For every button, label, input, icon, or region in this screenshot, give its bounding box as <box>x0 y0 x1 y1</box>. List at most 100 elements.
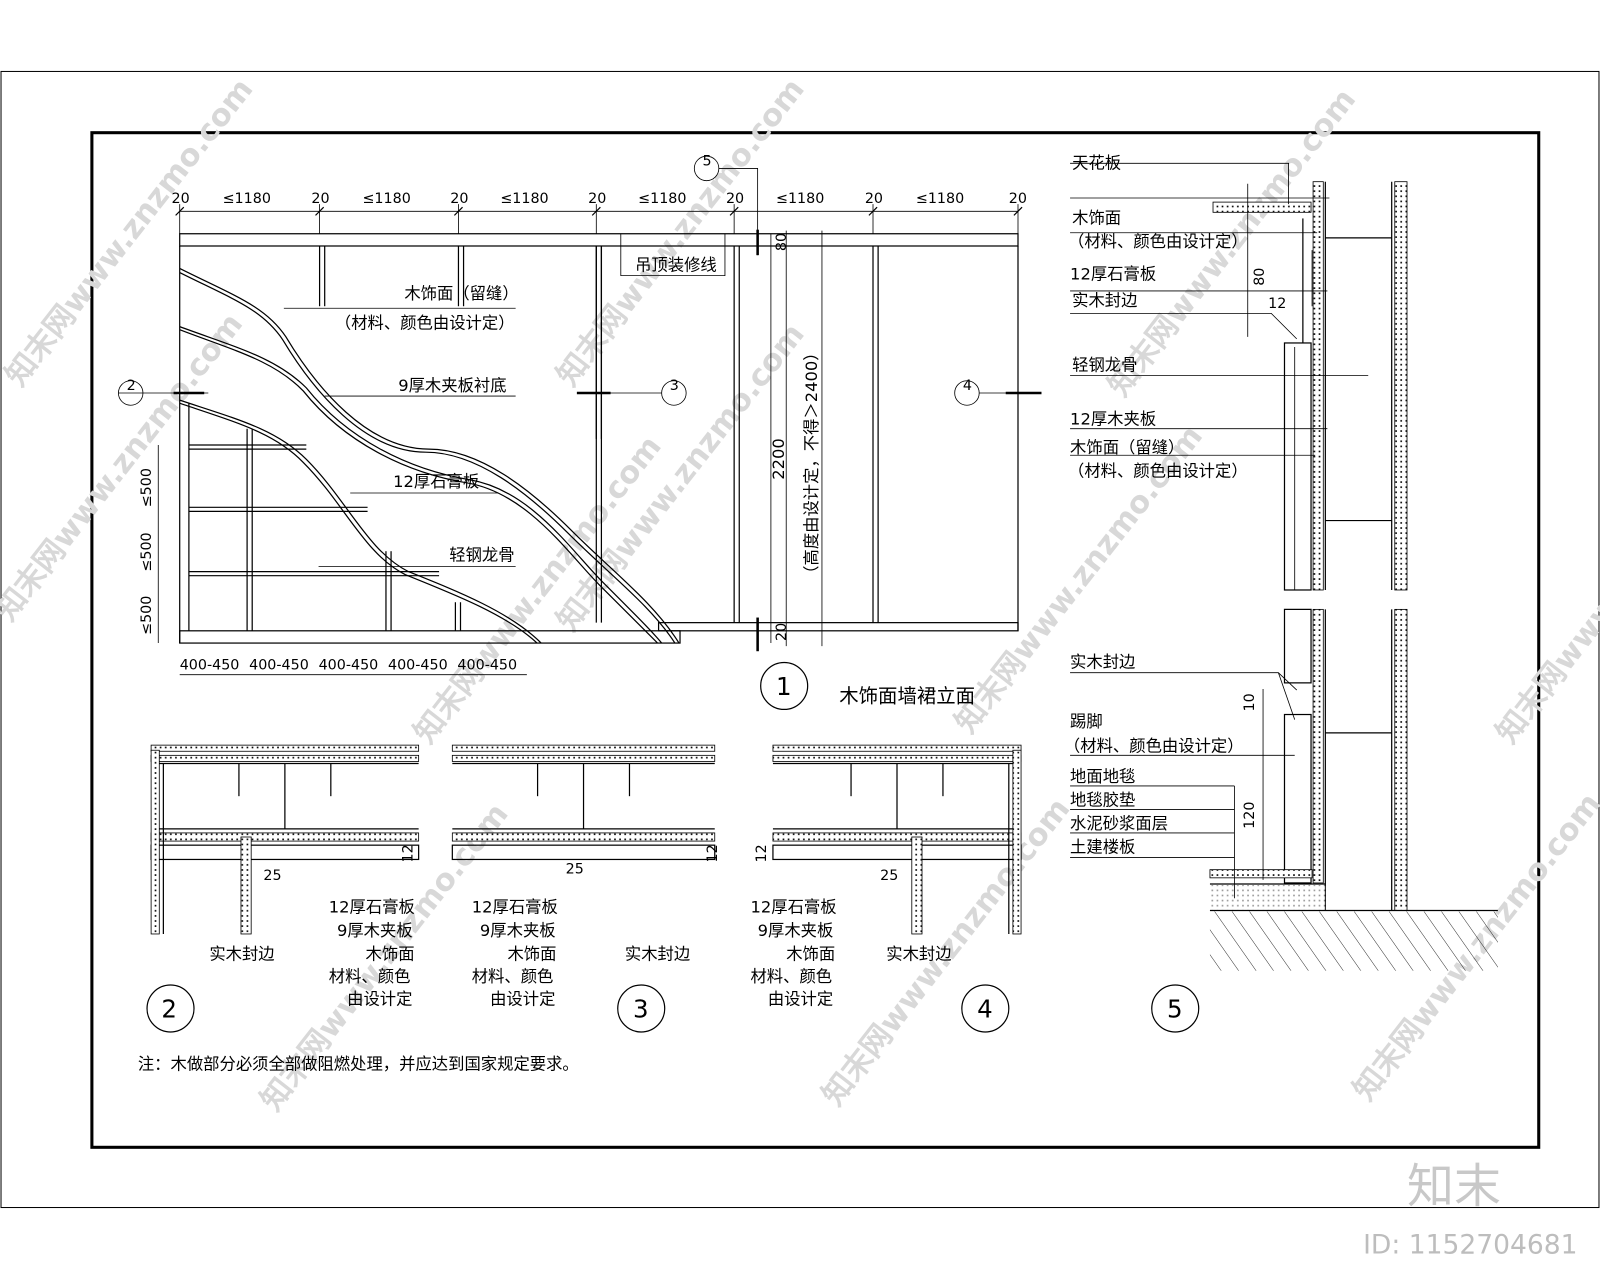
drawing-rect <box>451 844 716 861</box>
drawing-frame <box>90 131 1541 1149</box>
svg-text:12: 12 <box>1268 296 1286 312</box>
svg-text:4: 4 <box>963 378 972 394</box>
svg-text:4: 4 <box>977 995 993 1024</box>
drawing-rect <box>150 832 420 842</box>
svg-text:实木封边: 实木封边 <box>1070 653 1135 672</box>
svg-text:9厚木夹板: 9厚木夹板 <box>758 921 834 940</box>
svg-text:12: 12 <box>754 844 770 862</box>
svg-text:木饰面: 木饰面 <box>507 944 556 963</box>
svg-text:3: 3 <box>670 378 679 394</box>
drawing-rect <box>772 744 1022 752</box>
svg-text:实木封边: 实木封边 <box>1072 291 1137 310</box>
detail-2: 12厚石膏板 9厚木夹板 木饰面 材料、颜色 由设计定 实木封边 25 12 2 <box>146 844 417 1033</box>
drawing-line <box>453 206 463 216</box>
section-5: 天花板 木饰面 （材料、颜色由设计定） 12厚石膏板 实木封边 轻钢龙骨 12厚… <box>1064 153 1498 1033</box>
svg-text:材料、颜色: 材料、颜色 <box>472 967 554 986</box>
drawing-rect <box>150 744 420 752</box>
svg-text:2: 2 <box>127 378 136 394</box>
svg-text:3: 3 <box>633 995 649 1024</box>
svg-text:土建楼板: 土建楼板 <box>1070 837 1135 856</box>
svg-text:由设计定: 由设计定 <box>490 989 555 1008</box>
svg-text:地面地毯: 地面地毯 <box>1070 767 1135 786</box>
svg-text:≤1180: ≤1180 <box>500 191 548 207</box>
svg-text:轻钢龙骨: 轻钢龙骨 <box>1072 356 1137 375</box>
sheet-border <box>0 70 1600 1209</box>
svg-text:木饰面: 木饰面 <box>1072 209 1121 228</box>
svg-text:12厚石膏板: 12厚石膏板 <box>472 898 558 917</box>
elevation-title: 木饰面墙裙立面 <box>839 684 975 707</box>
drawing-line <box>868 206 878 216</box>
svg-text:5: 5 <box>702 153 711 169</box>
drawing-rect <box>240 836 252 935</box>
detail-4: 12厚石膏板 9厚木夹板 木饰面 材料、颜色 由设计定 实木封边 25 12 4 <box>750 844 1010 1033</box>
svg-text:≤500: ≤500 <box>139 596 155 635</box>
svg-text:木饰面（留缝）: 木饰面（留缝） <box>1070 438 1184 457</box>
drawing-rect <box>150 754 420 762</box>
svg-text:实木封边: 实木封边 <box>886 944 951 963</box>
svg-text:20: 20 <box>450 191 468 207</box>
section-mark-5: 5 <box>693 153 759 652</box>
svg-text:400-450: 400-450 <box>319 658 379 674</box>
svg-text:由设计定: 由设计定 <box>347 989 412 1008</box>
svg-text:20: 20 <box>726 191 744 207</box>
svg-text:≤1180: ≤1180 <box>776 191 824 207</box>
top-dimensions: 20 ≤1180 20 ≤1180 20 ≤1180 20 ≤1180 20 ≤… <box>172 191 1027 207</box>
svg-text:（材料、颜色由设计定）: （材料、颜色由设计定） <box>1068 462 1248 481</box>
height-note: （高度由设计定，不得＞2400） <box>802 344 821 581</box>
drawing-rect <box>911 836 923 935</box>
drawing-line <box>591 206 601 216</box>
svg-text:9厚木夹板: 9厚木夹板 <box>480 921 556 940</box>
section-mark-3: 3 <box>576 378 687 406</box>
drawing-rect <box>772 754 1022 762</box>
label-gypsum: 12厚石膏板 <box>393 472 479 491</box>
drawing-rect <box>1012 749 1022 935</box>
svg-text:20: 20 <box>865 191 883 207</box>
svg-text:25: 25 <box>880 868 898 884</box>
svg-text:水泥砂浆面层: 水泥砂浆面层 <box>1070 814 1168 833</box>
svg-text:由设计定: 由设计定 <box>768 989 833 1008</box>
drawing-line <box>315 206 325 216</box>
svg-text:12厚石膏板: 12厚石膏板 <box>750 898 836 917</box>
svg-text:2: 2 <box>161 995 177 1024</box>
drawing-rect <box>451 744 716 752</box>
drawing-number-1: 1 <box>776 672 792 701</box>
svg-text:9厚木夹板: 9厚木夹板 <box>337 921 413 940</box>
svg-text:20: 20 <box>311 191 329 207</box>
svg-text:≤1180: ≤1180 <box>916 191 964 207</box>
label-wood-finish-note: （材料、颜色由设计定） <box>335 314 515 333</box>
svg-text:≤1180: ≤1180 <box>223 191 271 207</box>
drawing-rect <box>451 832 716 842</box>
svg-text:≤500: ≤500 <box>139 532 155 571</box>
svg-text:400-450: 400-450 <box>388 658 448 674</box>
layer-cut-curves <box>179 267 680 644</box>
drawing-rect <box>451 754 716 762</box>
svg-text:120: 120 <box>1242 802 1258 829</box>
svg-text:天花板: 天花板 <box>1072 153 1121 172</box>
height-dim: 2200 <box>769 438 788 480</box>
label-plywood: 9厚木夹板衬底 <box>398 376 506 395</box>
label-ceiling-trim: 吊顶装修线 <box>635 255 717 274</box>
drawing-line <box>1013 206 1023 216</box>
svg-text:80: 80 <box>1252 268 1268 286</box>
elevation-1: 20 ≤1180 20 ≤1180 20 ≤1180 20 ≤1180 20 ≤… <box>118 153 1042 711</box>
svg-text:实木封边: 实木封边 <box>625 944 690 963</box>
general-note: 注：木做部分必须全部做阻燃处理，并应达到国家规定要求。 <box>138 1055 579 1074</box>
svg-text:木饰面: 木饰面 <box>786 944 835 963</box>
svg-text:材料、颜色: 材料、颜色 <box>329 967 411 986</box>
svg-text:（材料、颜色由设计定）: （材料、颜色由设计定） <box>1064 736 1244 755</box>
svg-text:12厚石膏板: 12厚石膏板 <box>329 898 415 917</box>
svg-text:知末网www.znzmo.com: 知末网www.znzmo.com <box>1490 430 1600 750</box>
svg-text:80: 80 <box>774 233 790 251</box>
svg-text:20: 20 <box>588 191 606 207</box>
drawing-rect <box>150 749 160 935</box>
svg-text:400-450: 400-450 <box>249 658 309 674</box>
detail-3: 12厚石膏板 9厚木夹板 木饰面 材料、颜色 由设计定 实木封边 25 12 3 <box>472 844 721 1033</box>
svg-text:木饰面: 木饰面 <box>366 944 415 963</box>
bottom-dimensions: 400-450 400-450 400-450 400-450 400-450 <box>180 658 517 674</box>
drawing-line <box>175 206 185 216</box>
drawing-rect <box>150 844 420 861</box>
svg-text:25: 25 <box>263 868 281 884</box>
svg-text:12厚石膏板: 12厚石膏板 <box>1070 265 1156 284</box>
svg-text:≤1180: ≤1180 <box>638 191 686 207</box>
